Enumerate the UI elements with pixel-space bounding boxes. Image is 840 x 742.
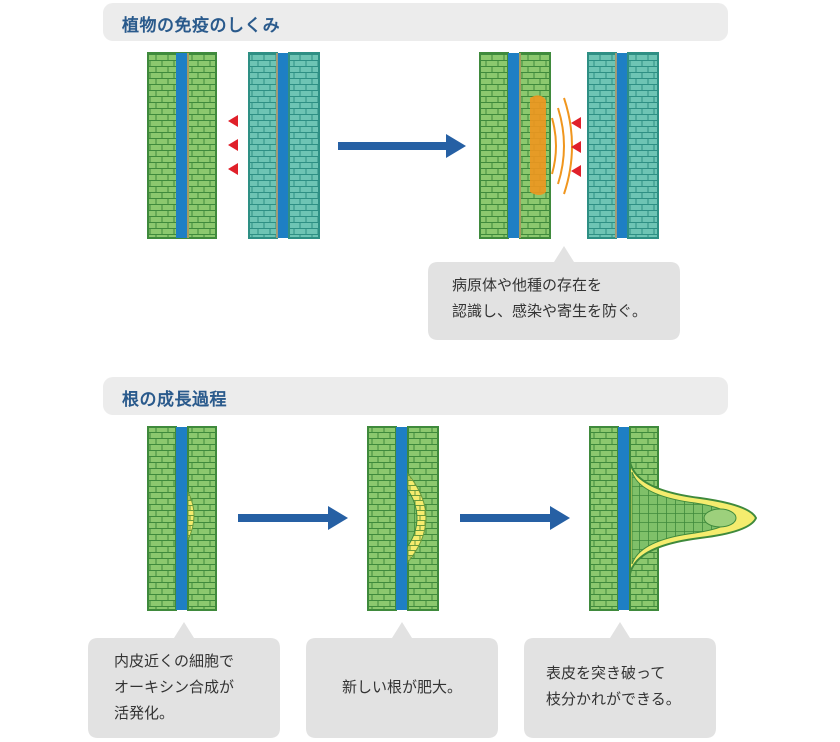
root-right-after	[587, 52, 659, 239]
growth-section-header: 根の成長過程	[103, 377, 728, 415]
immunity-callout-line-2: 認識し、感染や寄生を防ぐ。	[452, 302, 648, 320]
step1-callout-line-1: 内皮近くの細胞で	[114, 652, 235, 670]
root-growth-stage-2	[367, 426, 439, 611]
step1-callout-line-3: 活発化。	[114, 704, 175, 722]
step1-callout-line-2: オーキシン合成が	[114, 678, 235, 696]
immunity-callout: 病原体や他種の存在を 認識し、感染や寄生を防ぐ。	[428, 246, 680, 340]
root-right-before	[248, 52, 320, 239]
step2-callout-line-1: 新しい根が肥大。	[341, 678, 462, 696]
step3-callout-line-2: 枝分かれができる。	[546, 690, 681, 708]
step1-callout: 内皮近くの細胞で オーキシン合成が 活発化。	[88, 622, 280, 738]
red-signal-markers-after	[571, 117, 581, 177]
arrow-right-icon-2	[238, 506, 348, 530]
immunity-section-title: 植物の免疫のしくみ	[122, 16, 281, 36]
root-growth-stage-1	[147, 426, 217, 611]
step3-callout-line-1: 表皮を突き破って	[546, 664, 666, 682]
step3-callout: 表皮を突き破って 枝分かれができる。	[524, 622, 716, 738]
root-growth-stage-3	[589, 426, 758, 611]
immunity-section-header: 植物の免疫のしくみ	[103, 3, 728, 41]
root-left-before	[147, 52, 217, 239]
signal-wave-icon	[551, 97, 573, 195]
orange-response-region	[530, 95, 546, 195]
step2-callout: 新しい根が肥大。	[306, 622, 498, 738]
immunity-callout-line-1: 病原体や他種の存在を	[452, 276, 603, 294]
arrow-right-icon-1	[338, 134, 466, 158]
growth-section-title: 根の成長過程	[122, 390, 227, 410]
red-signal-markers-before	[228, 115, 238, 175]
arrow-right-icon-3	[460, 506, 570, 530]
